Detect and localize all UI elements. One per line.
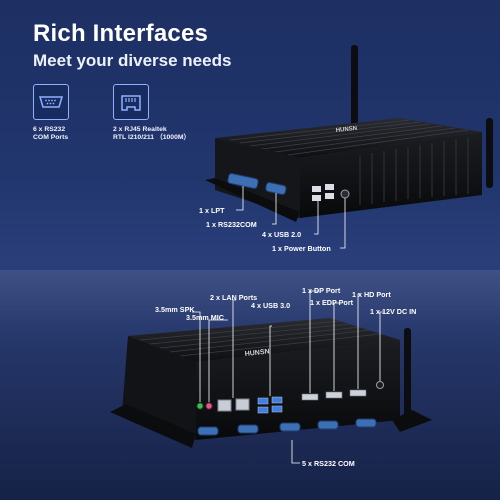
- brand-logo-top: HUNSN: [336, 126, 358, 134]
- usb3-ports: [257, 396, 283, 414]
- side-fins: [359, 137, 469, 205]
- callout-lan: 2 x LAN Ports: [210, 293, 258, 302]
- antenna-left: [351, 45, 358, 137]
- callout-usb2: 4 x USB 2.0: [262, 230, 302, 239]
- callout-lpt: 1 x LPT: [199, 206, 225, 215]
- feature-com-ports-label: 6 x RS232 COM Ports: [33, 126, 69, 141]
- callout-usb3: 4 x USB 3.0: [251, 301, 291, 310]
- case-rear-panel: [196, 340, 400, 440]
- callout-spk: 3.5mm SPK: [155, 305, 195, 314]
- hd-port: [349, 389, 367, 397]
- brand-logo-bottom: HUNSN: [244, 348, 269, 358]
- antenna-right: [486, 118, 493, 188]
- power-button: [340, 189, 350, 199]
- lpt-port: [227, 173, 259, 189]
- lan-port-1: [217, 399, 232, 412]
- callout-dp: 1 x DP Port: [302, 286, 341, 295]
- page-subtitle: Meet your diverse needs: [33, 51, 232, 70]
- feature-ethernet: 2 x RJ45 Realtek RTL I210/211 （1000M）: [113, 84, 233, 142]
- speaker-jack: [196, 402, 204, 410]
- dp-port: [301, 393, 319, 401]
- callout-power-button: 1 x Power Button: [272, 244, 331, 253]
- com-port-icon: [33, 84, 69, 120]
- rs232-port-top: [265, 182, 287, 195]
- usb2-ports: [312, 184, 334, 201]
- feature-com-ports: 6 x RS232 COM Ports: [33, 84, 153, 142]
- fin-lines: [229, 119, 469, 156]
- callout-dc-in: 1 x 12V DC IN: [370, 307, 417, 316]
- antenna-right-bottom: [404, 328, 411, 428]
- callout-rs232-com: 5 x RS232 COM: [302, 459, 355, 468]
- dc-in-port: [376, 381, 384, 389]
- mini-pc-bottom-view: HUNSN: [110, 290, 432, 464]
- mic-jack: [205, 402, 213, 410]
- callout-hd: 1 x HD Port: [352, 290, 391, 299]
- ethernet-icon: [113, 84, 149, 120]
- feature-ethernet-label: 2 x RJ45 Realtek RTL I210/211 （1000M）: [113, 126, 191, 141]
- mounting-bracket-left: [110, 404, 196, 448]
- case-side-face: [215, 138, 300, 218]
- mounting-bracket-right: [392, 410, 432, 432]
- top-leader-lines: [236, 186, 346, 249]
- lan-port-2: [235, 398, 250, 411]
- rs232-com-ports: [197, 418, 377, 436]
- bottom-leader-lines: [192, 290, 384, 464]
- callout-edp: 1 x EDP Port: [310, 298, 354, 307]
- callout-rs232com: 1 x RS232COM: [206, 220, 257, 229]
- callout-mic: 3.5mm MIC: [186, 313, 224, 322]
- mini-pc-top-view: HUNSN: [205, 45, 493, 249]
- edp-port: [325, 391, 343, 399]
- page-title: Rich Interfaces: [33, 20, 209, 47]
- case-top-fins-bottom: [128, 318, 400, 362]
